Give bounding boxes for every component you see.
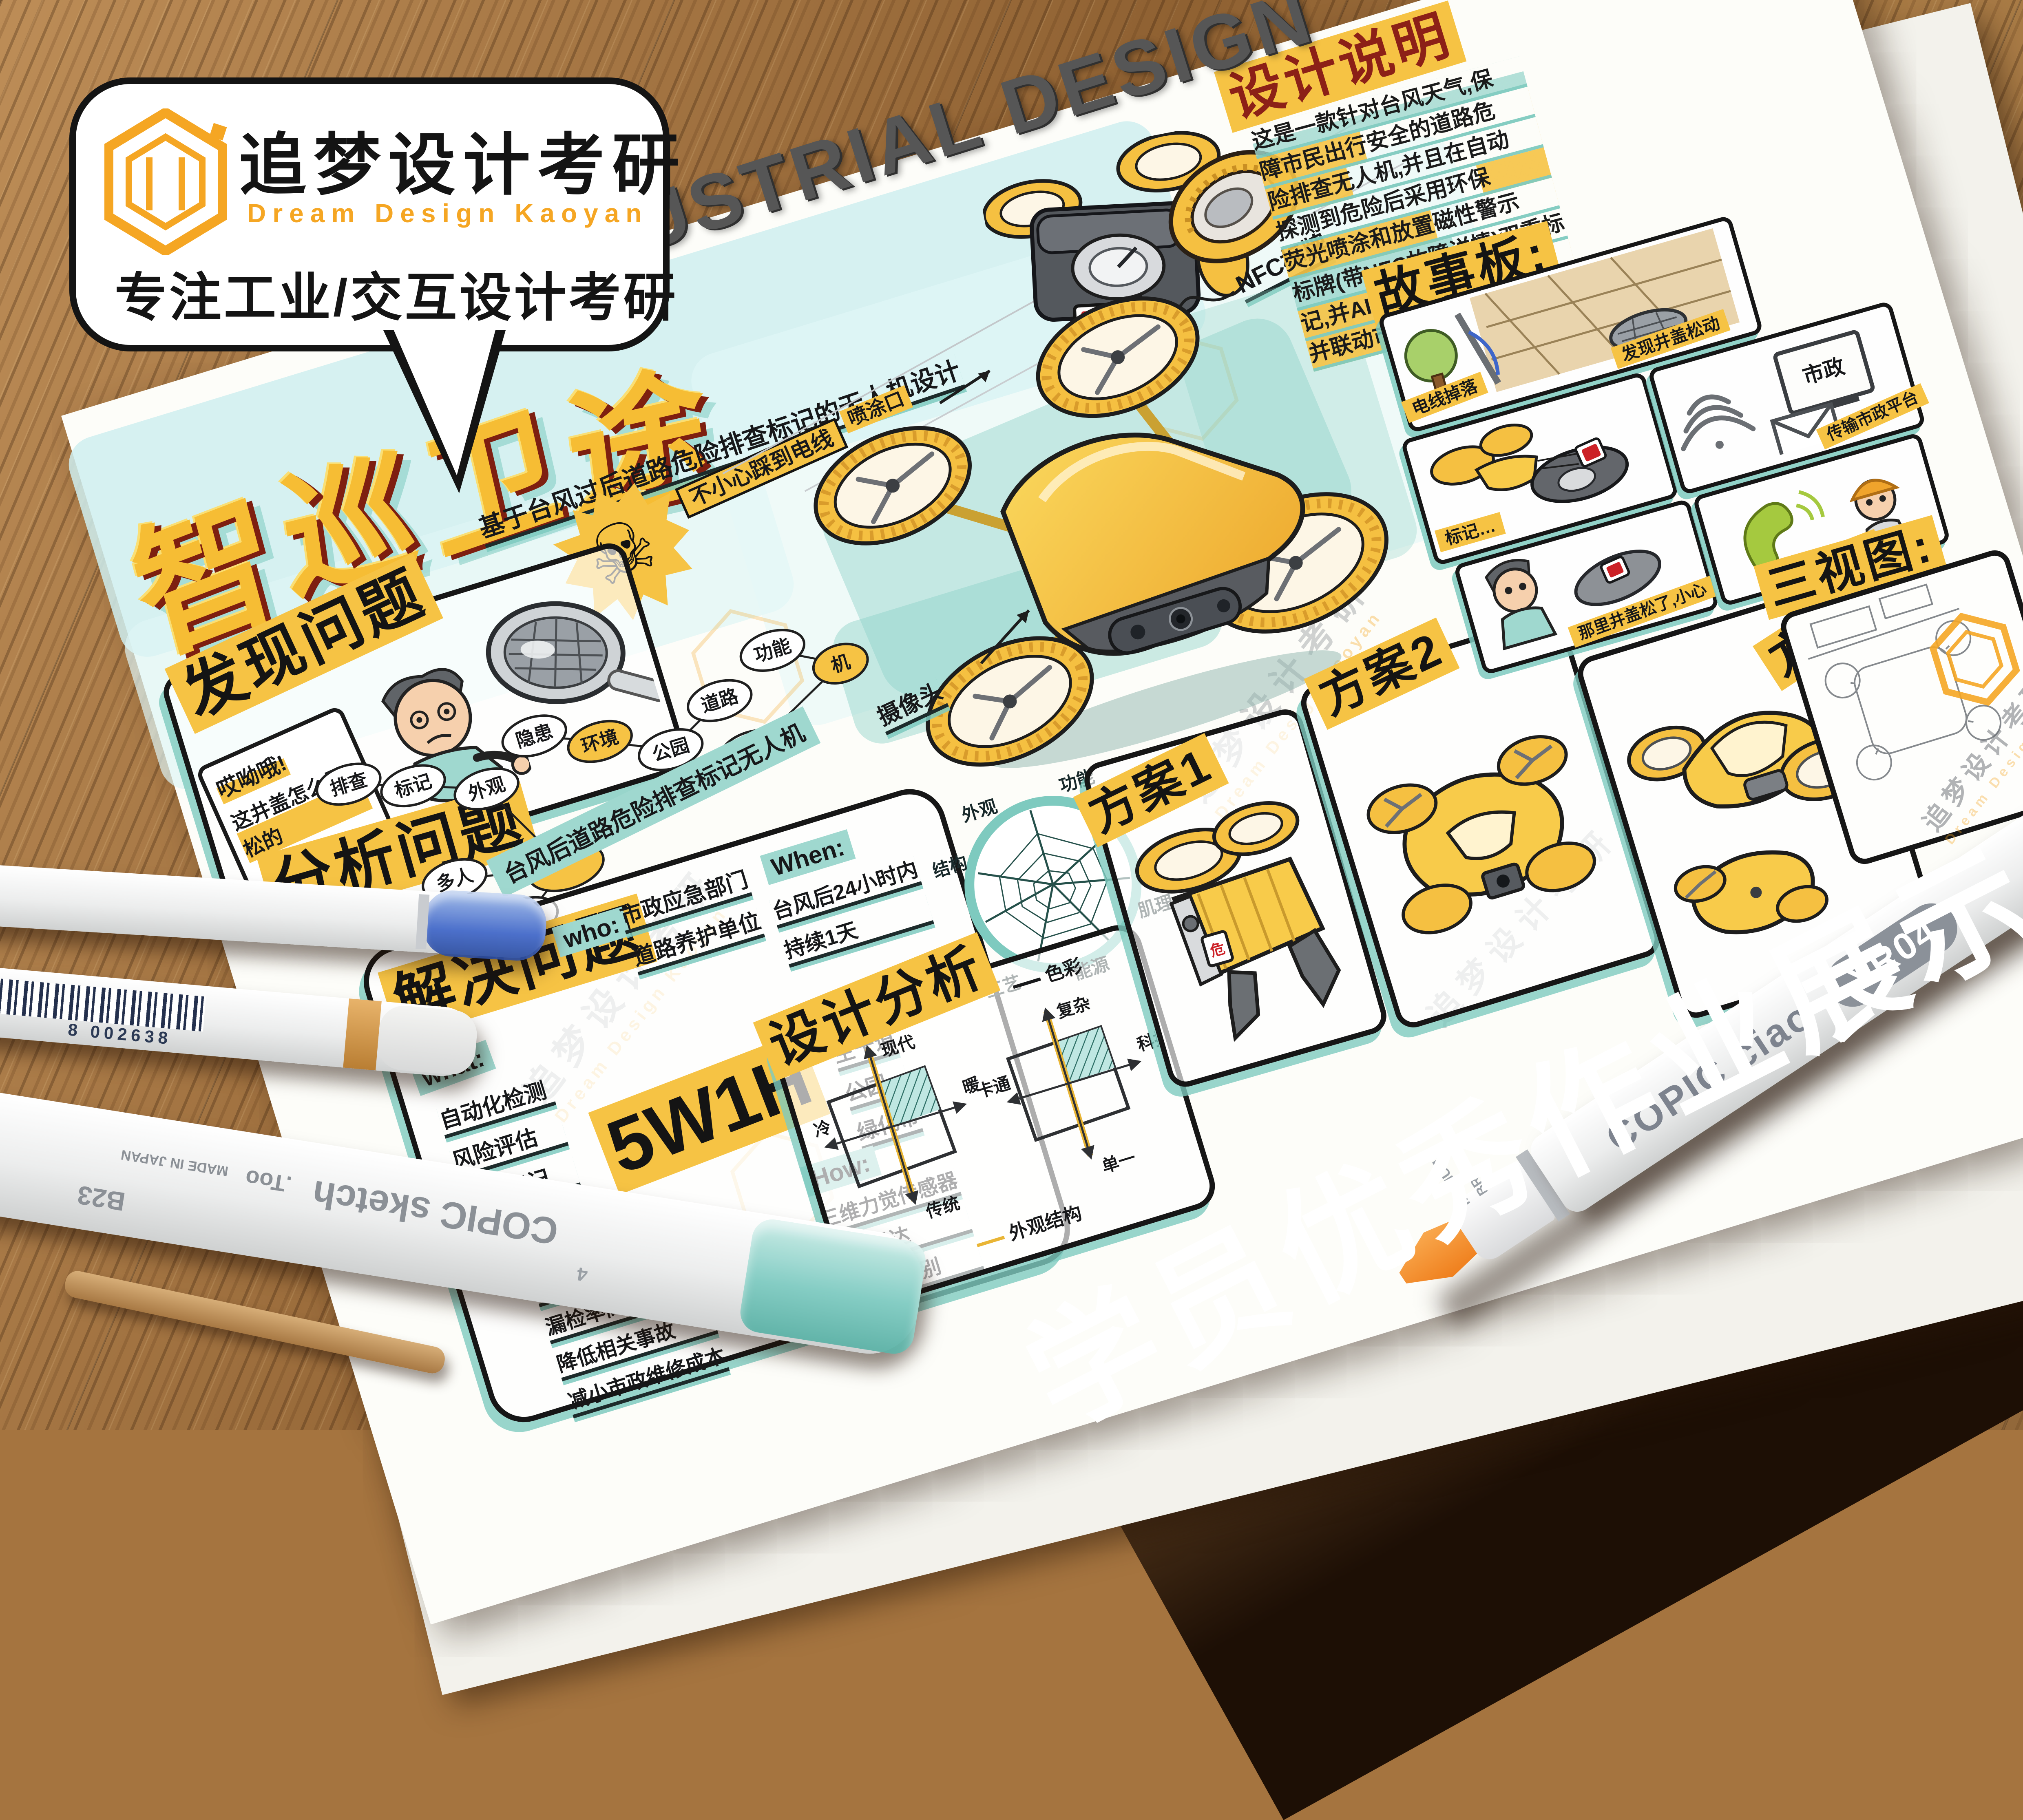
logo-bubble: 追梦设计考研 Dream Design Kaoyan 专注工业/交互设计考研 [69, 77, 679, 351]
logo-subtitle: Dream Design Kaoyan [247, 199, 648, 228]
hero-drone-sketch [814, 276, 1417, 768]
blue-cap [422, 889, 548, 963]
logo-title: 追梦设计考研 [239, 128, 687, 203]
copic-sketch-made: MADE IN JAPAN [119, 1146, 230, 1179]
copic-sketch-brand: COPIC sketch [309, 1172, 561, 1252]
amber-band [343, 998, 382, 1071]
storyboard-panel-road: 电线掉落 发现井盖松动 [1377, 214, 1764, 434]
report-scene: 市政 [1681, 330, 1875, 459]
svg-text:卡通: 卡通 [974, 1073, 1013, 1102]
scheme1-sketch: 危 [1135, 801, 1341, 1042]
storyboard-panel-pedestrian: 那里井盖松了,小心 [1453, 498, 1720, 676]
svg-text:复杂: 复杂 [1055, 993, 1093, 1022]
svg-text:现代: 现代 [879, 1032, 917, 1060]
svg-text:传统: 传统 [923, 1193, 962, 1221]
sketch-paper: 追梦设计考研 Dream Design Kaoyan 追梦设计考研 Dream … [61, 0, 2023, 1625]
svg-text:单一: 单一 [1099, 1148, 1138, 1176]
scheme2-box: 方案2 [1296, 610, 1665, 1032]
storyboard-panel-mark: 标记… [1400, 371, 1680, 566]
manhole-magnifier-sketch [486, 601, 668, 704]
road-scene [1404, 228, 1740, 402]
design-analysis-box: 设计分析 现代 传统 冷 暖 [753, 919, 1221, 1315]
legend-line-icon [1013, 977, 1041, 989]
pen-cap [376, 1004, 479, 1077]
svg-text:冷: 冷 [811, 1117, 834, 1140]
legend-line-icon [976, 1235, 1005, 1247]
threeview-drawing [1808, 583, 2020, 781]
svg-text:结构: 结构 [930, 853, 970, 882]
camera-arrow [980, 609, 1030, 665]
copic-sketch-too: .Too [243, 1165, 294, 1198]
hexagon-watermark-icon [691, 609, 805, 724]
scheme1-box: 方案1 危 [1073, 705, 1391, 1091]
spray-arrow [939, 369, 991, 404]
logo-tagline: 专注工业/交互设计考研 [115, 269, 678, 327]
copic-sketch-num: 4 [575, 1263, 589, 1286]
positioning-maps: 现代 传统 冷 暖 复杂 单一 卡通 科技 [811, 993, 1173, 1221]
storyboard-panel-report: 市政 传输市政平台 [1647, 300, 1929, 496]
mark-scene [1430, 424, 1629, 503]
threeview-box: 追梦设计考研 Dream Design Kaoyan [1777, 546, 2023, 868]
storyboard-grid: 电线掉落 发现井盖松动 标记… [1366, 174, 1972, 676]
copic-sketch-code: B23 [75, 1180, 127, 1217]
scheme2-sketch [1366, 735, 1596, 934]
dream-design-logo-icon [104, 108, 227, 255]
pedestrian-scene [1484, 550, 1661, 651]
